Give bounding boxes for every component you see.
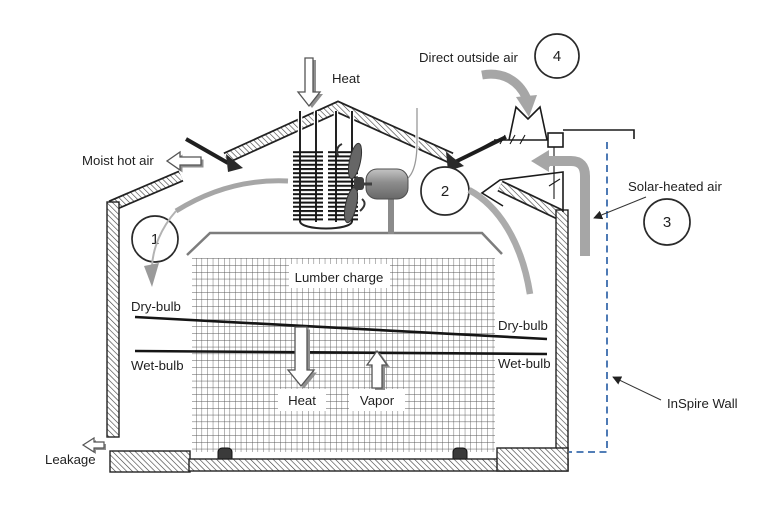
leakage-label: Leakage [45, 452, 96, 467]
dry-bulb-left-label: Dry-bulb [131, 299, 181, 314]
left-wall [106, 201, 120, 438]
interior-flow-right [467, 187, 534, 295]
interior-flow-left-head [144, 263, 159, 287]
solar-air-arrow-head [531, 150, 549, 172]
inspire-wall-pointer [612, 376, 662, 401]
direct-outside-air-label: Direct outside air [419, 50, 519, 65]
vapor-plate [349, 389, 405, 411]
heat-down-arrow [286, 326, 317, 389]
interior-flow-left [174, 178, 289, 214]
inlet-passage-outline [480, 171, 564, 212]
ceiling-baffle [186, 231, 503, 256]
roof-hatch [224, 102, 453, 162]
inspire-wall-label: InSpire Wall [667, 396, 738, 411]
floor-right-block [496, 447, 569, 472]
coil-u-bend [299, 220, 353, 230]
air-flow-arrows [144, 69, 590, 295]
outside-air-arrow [481, 69, 531, 100]
right-wall [555, 209, 569, 451]
heat-input-arrow [296, 57, 323, 108]
left-angled-wall-hatch [109, 172, 183, 210]
marker-circle-1 [131, 215, 179, 263]
outside-air-arrow-head [516, 95, 537, 117]
wet-bulb-left-label: Wet-bulb [131, 358, 184, 373]
circulation-fan [336, 108, 419, 234]
marker-4: 4 [553, 48, 561, 65]
coil-fins-left [293, 150, 323, 222]
channel-cap-line [563, 129, 635, 139]
kiln-structure [106, 100, 569, 473]
solar-air-arrow [549, 156, 590, 256]
right-angled-wall-hatch [498, 182, 565, 220]
lumber-grid [192, 258, 495, 452]
fan-motor [365, 168, 409, 200]
fan-motion-mark-bottom [359, 198, 366, 212]
fan-hub [354, 177, 364, 190]
fan-blade-top [347, 142, 363, 180]
roof-vent-assembly [466, 105, 635, 212]
fan-motion-mark-top [336, 143, 343, 157]
moist-hot-air-arrow [165, 150, 204, 173]
marker-1: 1 [151, 231, 159, 248]
lumber-stack [186, 231, 503, 452]
damper-actuator-box [547, 132, 564, 148]
right-roof-end [446, 152, 464, 171]
marker-circle-4 [534, 33, 580, 79]
heat-input-label: Heat [332, 71, 360, 86]
floor-left-block [109, 450, 191, 473]
left-roof-end [226, 154, 243, 172]
wet-bulb-line [134, 349, 548, 356]
lumber-charge-label: Lumber charge [295, 270, 384, 285]
inlet-passage-upper [466, 140, 495, 157]
vapor-up-arrow [365, 349, 390, 390]
interior-flow-left-tail [151, 210, 177, 267]
flow-markers: 1 2 3 4 [131, 33, 691, 263]
vent-funnel [508, 105, 548, 141]
solar-heated-air-label: Solar-heated air [628, 179, 722, 194]
heat-transfer-label: Heat [288, 393, 316, 408]
solar-air-pointer [593, 196, 647, 220]
dry-bulb-right-label: Dry-bulb [498, 318, 548, 333]
dry-bulb-line [134, 315, 548, 341]
wet-bulb-right-label: Wet-bulb [498, 356, 551, 371]
lumber-charge-plate [289, 264, 390, 288]
vapor-label: Vapor [360, 393, 395, 408]
inspire-wall-dashed-line [569, 142, 608, 453]
left-vent-flap [185, 137, 229, 165]
marker-3: 3 [663, 214, 671, 231]
heat-plate [278, 389, 326, 411]
marker-2: 2 [441, 183, 449, 200]
leakage-arrow [81, 436, 106, 454]
marker-circle-3 [643, 198, 691, 246]
fan-pole [388, 196, 394, 234]
moist-hot-air-label: Moist hot air [82, 153, 154, 168]
damper-ticks [499, 134, 526, 145]
